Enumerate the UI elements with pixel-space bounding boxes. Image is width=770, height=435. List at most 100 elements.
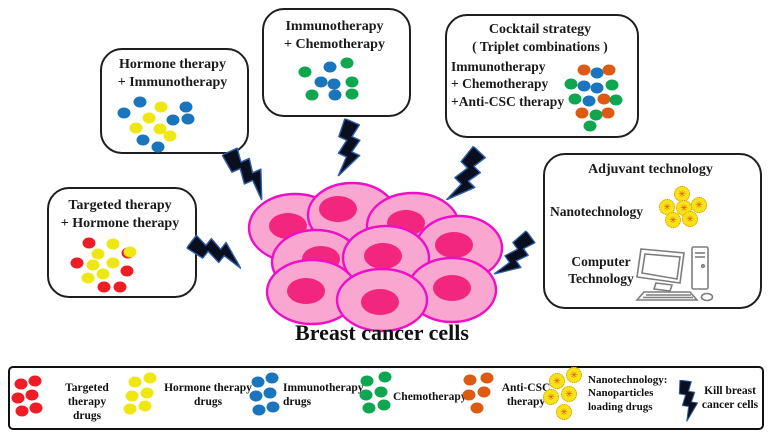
drug-dot-blue <box>323 61 337 73</box>
drug-dot-red <box>70 257 84 269</box>
drug-dot-yellow <box>96 268 110 280</box>
cocktail-title: Cocktail strategy <box>488 22 592 37</box>
drug-dot-blue <box>252 404 266 416</box>
drug-dot-yellow <box>106 257 120 269</box>
nanoparticle-icon: ✳ <box>691 197 707 213</box>
drug-dot-green <box>378 371 392 383</box>
drug-dot-blue <box>151 141 165 153</box>
drug-dot-blue <box>181 113 195 125</box>
drug-dot-yellow <box>86 259 100 271</box>
drug-dot-green <box>564 78 578 90</box>
drug-dot-yellow <box>143 372 157 384</box>
drug-dot-green <box>345 76 359 88</box>
drug-dot-blue <box>590 67 604 79</box>
drug-dot-blue <box>582 95 596 107</box>
drug-dot-blue <box>266 401 280 413</box>
nanoparticle-icon: ✳ <box>566 367 582 383</box>
drug-dot-blue <box>328 89 342 101</box>
drug-dot-green <box>345 88 359 100</box>
adjuvant-title: Adjuvant technology <box>588 162 713 177</box>
drug-dot-yellow <box>138 400 152 412</box>
drug-dot-green <box>340 57 354 69</box>
legend-label-targeted: Targeted therapy drugs <box>65 382 109 423</box>
drug-dot-blue <box>133 96 147 108</box>
drug-dot-yellow <box>123 403 137 415</box>
drug-dot-orange <box>602 64 616 76</box>
drug-dot-red <box>120 265 134 277</box>
nanoparticle-icon: ✳ <box>561 386 577 402</box>
drug-dot-yellow <box>106 238 120 250</box>
drug-dot-green <box>362 402 376 414</box>
targeted-hormone-label: Targeted therapy + Hormone therapy <box>60 198 180 231</box>
legend-label-anticsc: Anti-CSC therapy <box>501 382 551 409</box>
drug-dot-blue <box>590 82 604 94</box>
drug-dot-blue <box>314 76 328 88</box>
cancer-cell-nucleus <box>433 275 471 301</box>
drug-dot-yellow <box>91 248 105 260</box>
drug-dot-blue <box>117 107 131 119</box>
drug-dot-green <box>298 66 312 78</box>
drug-dot-red <box>11 392 25 404</box>
drug-dot-blue <box>179 101 193 113</box>
drug-dot-yellow <box>128 376 142 388</box>
cocktail-subtitle: ( Triplet combinations ) <box>472 39 608 54</box>
drug-dot-yellow <box>142 112 156 124</box>
drug-dot-red <box>28 375 42 387</box>
cancer-cell-nucleus <box>287 278 325 304</box>
breast-cancer-cells-caption: Breast cancer cells <box>295 320 469 345</box>
drug-dot-blue <box>166 114 180 126</box>
legend-label-nano: Nanotechnology: Nanoparticles loading dr… <box>588 374 668 413</box>
computer-technology-label: Computer Technology <box>568 254 634 287</box>
drug-dot-yellow <box>125 390 139 402</box>
drug-dot-yellow <box>153 123 167 135</box>
drug-dot-orange <box>480 372 494 384</box>
drug-dot-yellow <box>129 122 143 134</box>
drug-dot-green <box>360 375 374 387</box>
drug-dot-orange <box>597 93 611 105</box>
drug-dot-red <box>29 402 43 414</box>
legend-label-chemo: Chemotherapy <box>393 391 467 403</box>
legend-label-immuno: Immunotherapy drugs <box>283 382 364 409</box>
drug-dot-red <box>15 405 29 417</box>
drug-dot-green <box>583 120 597 132</box>
cancer-cell-nucleus <box>361 289 399 315</box>
drug-dot-orange <box>470 402 484 414</box>
drug-dot-yellow <box>154 101 168 113</box>
computer-icon <box>635 246 714 302</box>
drug-dot-green <box>377 399 391 411</box>
drug-dot-yellow <box>123 246 137 258</box>
adjuvant-technology-box <box>543 153 762 309</box>
drug-dot-green <box>374 386 388 398</box>
drug-dot-green <box>589 109 603 121</box>
nanotechnology-label: Nanotechnology <box>550 204 644 219</box>
drug-dot-red <box>97 281 111 293</box>
drug-dot-blue <box>327 78 341 90</box>
drug-dot-green <box>305 89 319 101</box>
drug-dot-orange <box>477 386 491 398</box>
drug-dot-green <box>609 94 623 106</box>
hormone-immunotherapy-label: Hormone therapy + Immunotherapy <box>117 57 228 90</box>
drug-dot-orange <box>463 374 477 386</box>
drug-dot-blue <box>265 372 279 384</box>
drug-dot-yellow <box>163 130 177 142</box>
drug-dot-green <box>568 93 582 105</box>
nanoparticle-icon: ✳ <box>682 211 698 227</box>
nanoparticle-icon: ✳ <box>665 212 681 228</box>
nanoparticle-icon: ✳ <box>543 389 559 405</box>
drug-dot-blue <box>263 387 277 399</box>
drug-dot-yellow <box>81 272 95 284</box>
nanoparticle-icon: ✳ <box>549 373 565 389</box>
drug-dot-orange <box>575 107 589 119</box>
drug-dot-blue <box>249 390 263 402</box>
cancer-cell-nucleus <box>435 232 473 258</box>
drug-dot-yellow <box>140 387 154 399</box>
cancer-cell-nucleus <box>364 243 402 269</box>
drug-dot-red <box>82 237 96 249</box>
legend-label-hormone: Hormone therapy drugs <box>164 382 252 409</box>
drug-dot-blue <box>136 134 150 146</box>
drug-dot-red <box>25 389 39 401</box>
legend-label-kill: Kill breast cancer cells <box>701 385 759 412</box>
nanoparticle-icon: ✳ <box>556 404 572 420</box>
